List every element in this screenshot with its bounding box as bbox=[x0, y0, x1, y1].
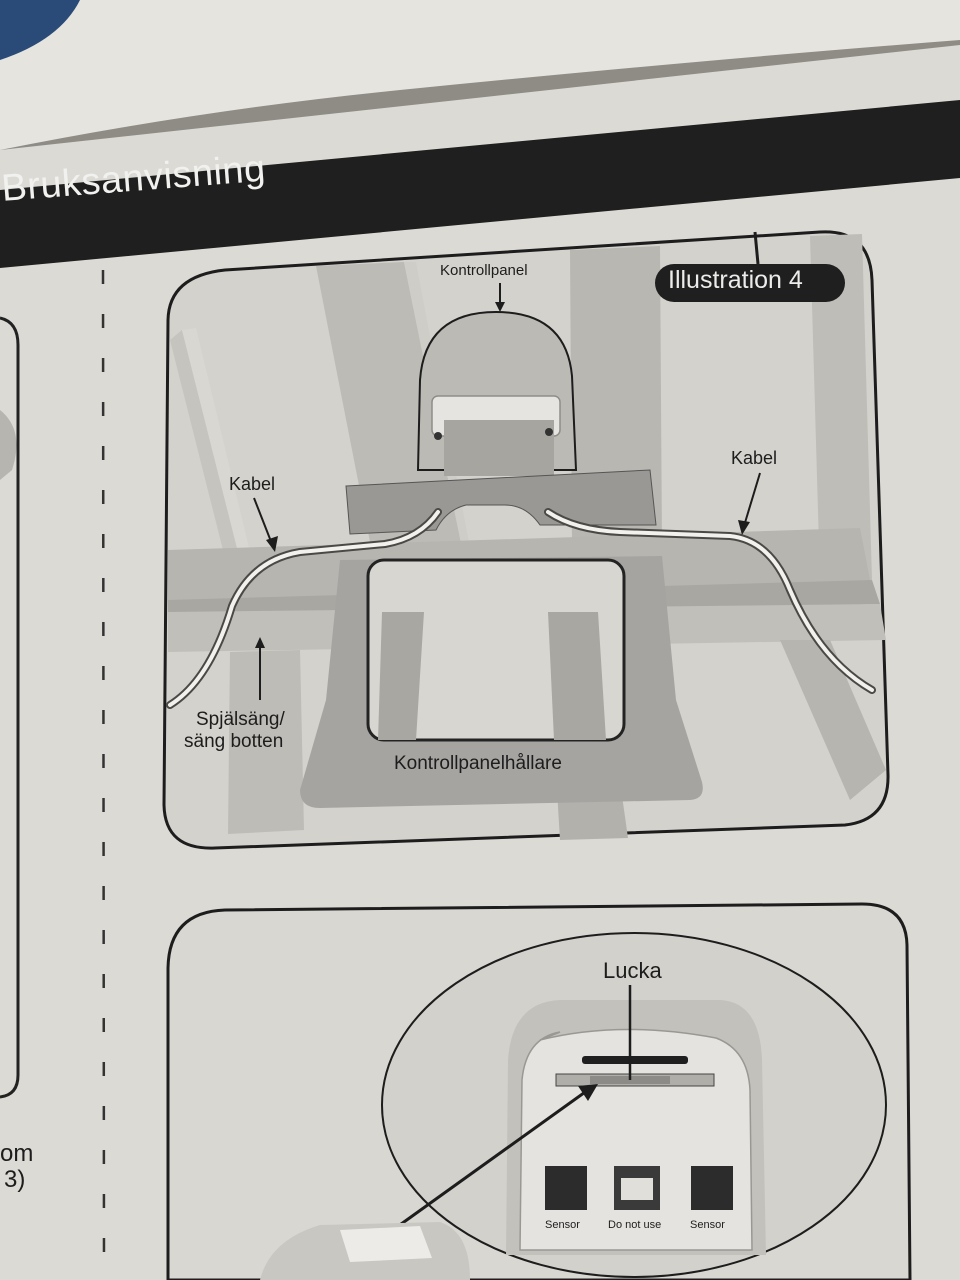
illustration-5-panel bbox=[166, 902, 912, 1280]
left-page-text-fragment-2: 3) bbox=[4, 1166, 26, 1193]
label-crib-line2: säng botten bbox=[184, 731, 284, 752]
label-port-sensor-left: Sensor bbox=[545, 1219, 580, 1231]
left-panel-frame bbox=[0, 316, 20, 1099]
illustration-badge bbox=[655, 264, 845, 302]
left-page-text-fragment-1: om bbox=[0, 1140, 34, 1167]
illustration-number-label: Illustration 4 bbox=[668, 266, 803, 294]
label-crib-line1: Spjälsäng/ bbox=[196, 709, 285, 730]
label-cable-left: Kabel bbox=[229, 474, 276, 494]
header-bar bbox=[0, 100, 960, 268]
label-port-do-not-use: Do not use bbox=[608, 1219, 662, 1231]
label-hatch: Lucka bbox=[603, 958, 662, 983]
label-cable-right: Kabel bbox=[731, 448, 778, 468]
label-port-sensor-right: Sensor bbox=[690, 1219, 725, 1231]
label-control-panel: Kontrollpanel bbox=[440, 262, 528, 279]
label-control-panel-holder: Kontrollpanelhållare bbox=[394, 753, 562, 774]
illustration-4-panel bbox=[162, 230, 890, 850]
